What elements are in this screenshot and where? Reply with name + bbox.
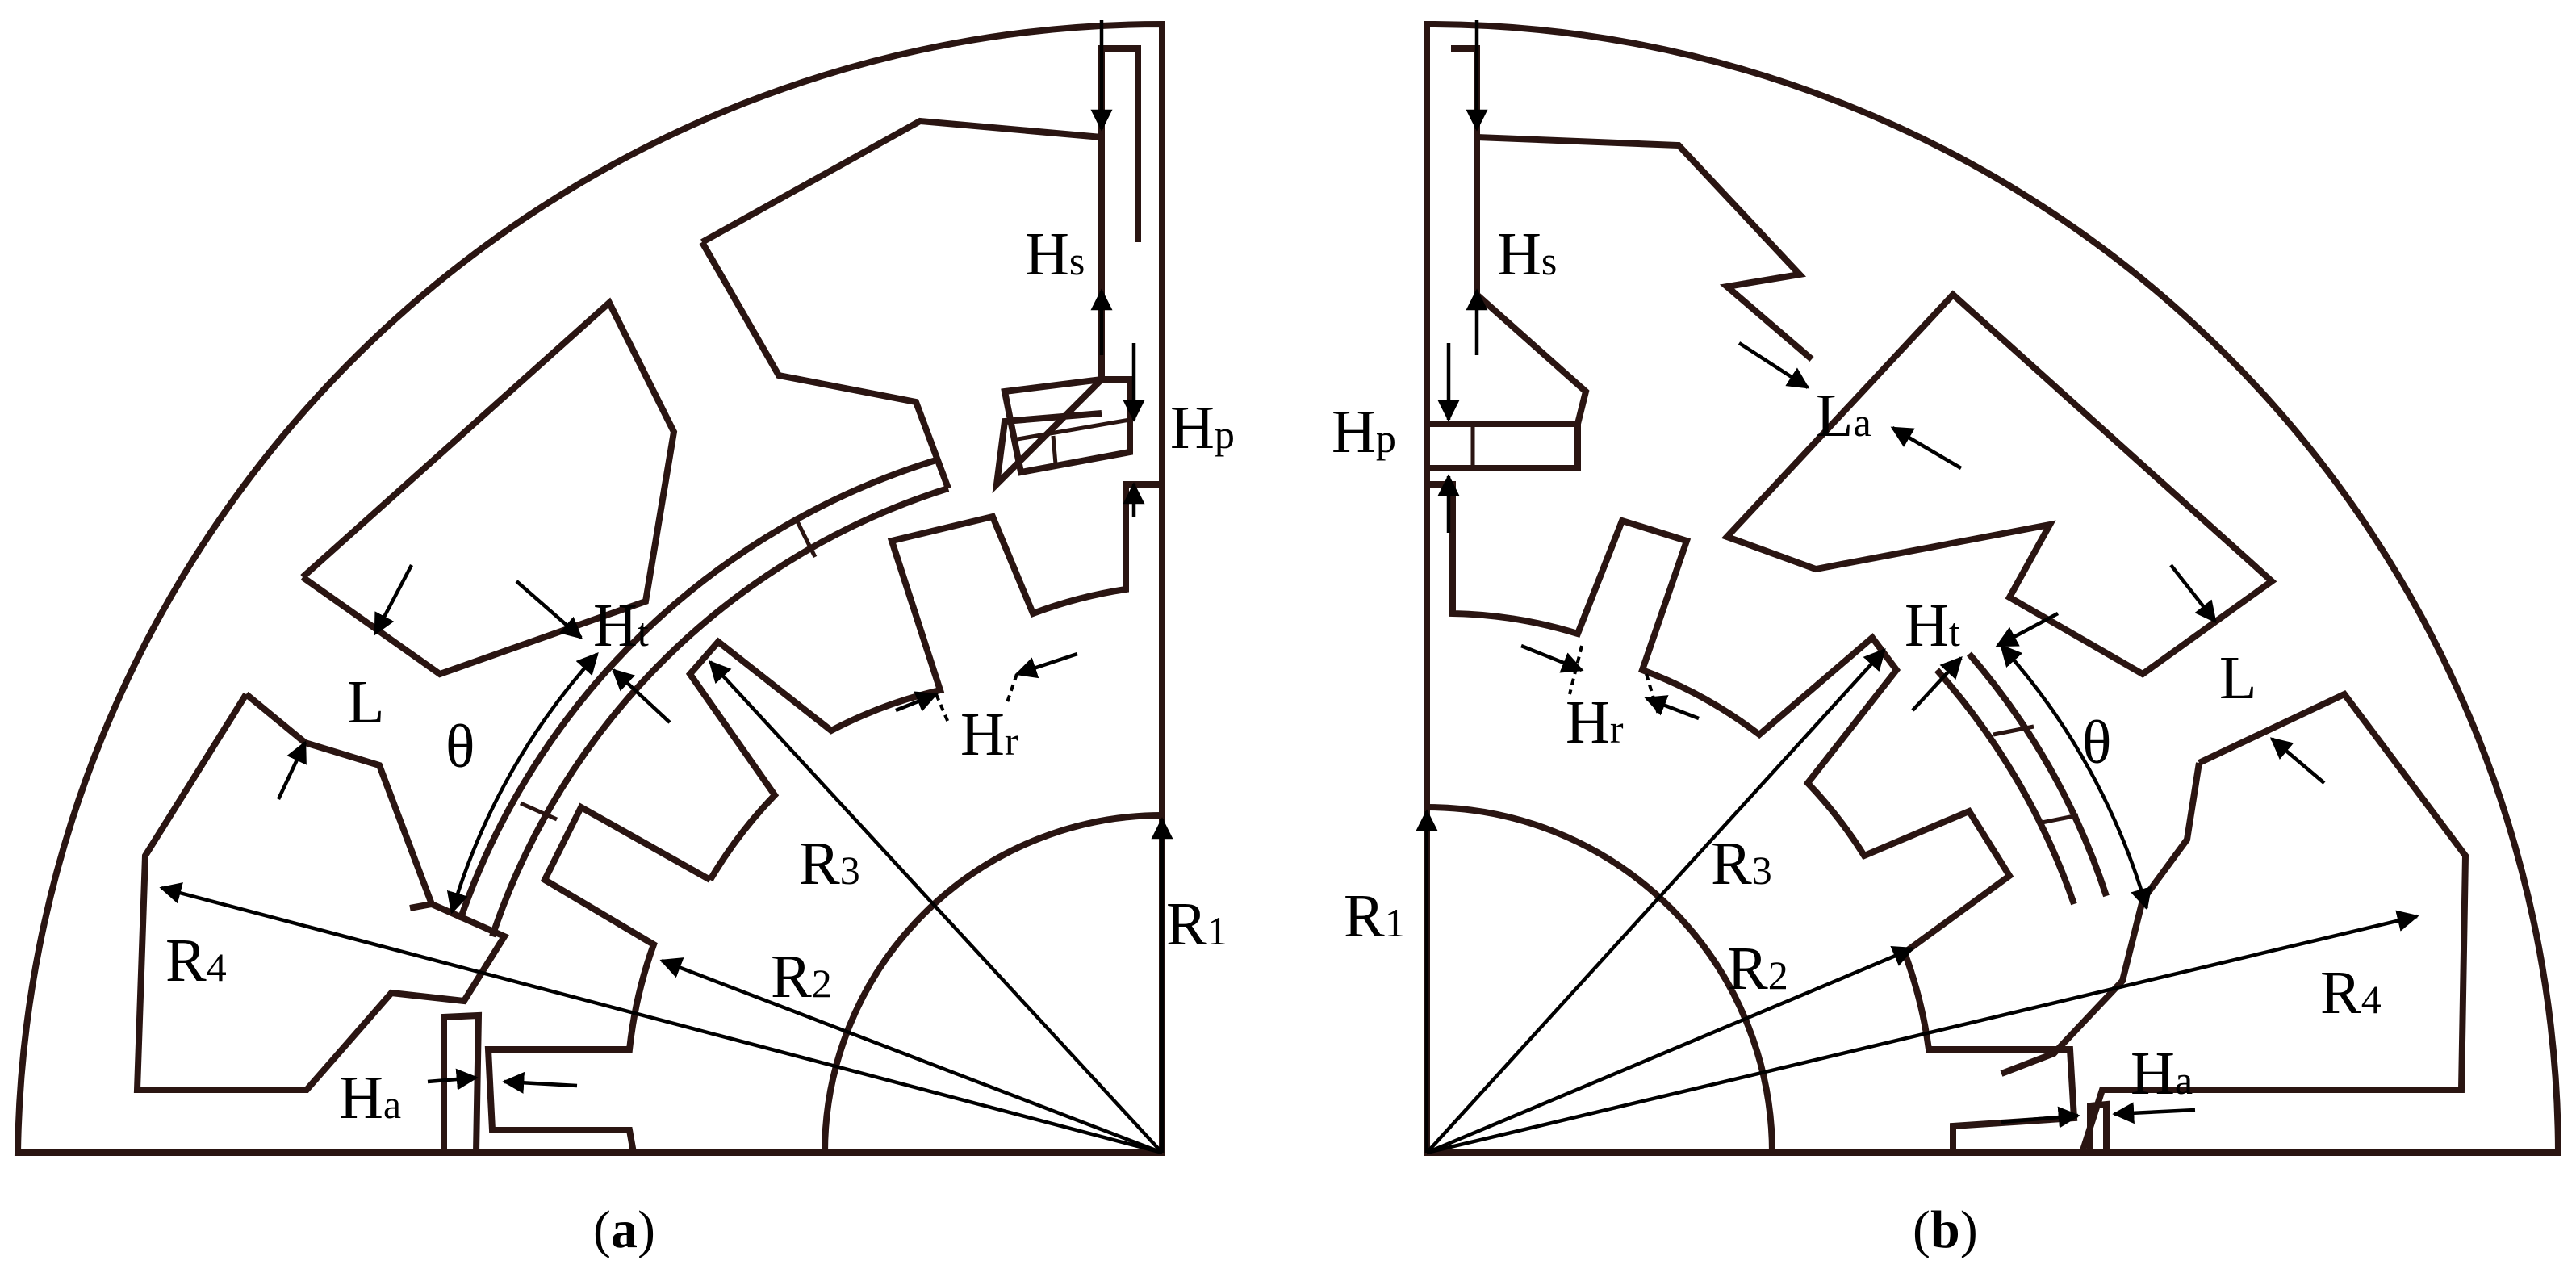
- panel-b-stator-pole-right: [2079, 689, 2469, 1154]
- panel-a-diagram: Hs Hp Ht Hr Ha L θ R1 R2 R3 R4 (a): [14, 20, 1235, 1259]
- panel-a-rotor-tooth-2: [484, 802, 712, 1154]
- panel-b-la-slot: [1721, 290, 2277, 678]
- panel-b-label-l: L: [2219, 644, 2256, 712]
- panel-a-label-r4: R4: [165, 927, 227, 995]
- panel-b-label-r3: R3: [1711, 830, 1772, 898]
- panel-a-shaft-arc: [822, 812, 1163, 1154]
- panel-b-label-la: La: [1816, 382, 1871, 450]
- panel-b-ha-slot: [2087, 1100, 2110, 1153]
- panel-a-stator-pole-mid: [300, 297, 678, 678]
- panel-a-stator-pole-top: [699, 117, 1102, 490]
- panel-b-label-ht: Ht: [1905, 592, 1960, 660]
- panel-a-label-r2: R2: [771, 943, 832, 1011]
- panel-a-label-hs: Hs: [1025, 220, 1085, 288]
- panel-b-label-ha: Ha: [2131, 1040, 2193, 1108]
- panel-a-label-r1: R1: [1166, 890, 1227, 958]
- panel-a-label-theta: θ: [445, 713, 475, 781]
- panel-a-back-iron-inner: [1098, 45, 1141, 242]
- panel-a-label-ha: Ha: [339, 1064, 401, 1132]
- panel-b-small-magnet: [1424, 421, 1581, 471]
- panel-b-caption: (b): [1913, 1200, 1978, 1259]
- panel-b-diagram: Hs Hp Ht Hr Ha L La θ R1 R2 R3 R4 (b): [1332, 20, 2562, 1259]
- panel-a-ha-slot: [441, 1011, 483, 1154]
- panel-a-outer-boundary: [14, 20, 1165, 1156]
- panel-a-stator-pole-left: [133, 691, 509, 1093]
- panel-a-caption: (a): [593, 1200, 655, 1259]
- panel-a-label-hr: Hr: [960, 701, 1018, 768]
- panel-b-label-hr: Hr: [1566, 689, 1624, 756]
- panel-a-label-l: L: [347, 668, 384, 736]
- panel-a-label-ht: Ht: [593, 592, 649, 660]
- panel-b-rotor-teeth: [1427, 481, 2078, 1153]
- panel-a-label-hp: Hp: [1170, 394, 1235, 462]
- panel-b-label-r2: R2: [1727, 935, 1788, 1003]
- panel-b-label-r1: R1: [1344, 882, 1405, 950]
- panel-a-rotor-tooth-1: [685, 481, 1162, 882]
- panel-b-label-hp: Hp: [1332, 398, 1396, 466]
- panel-b-label-hs: Hs: [1497, 220, 1557, 288]
- panel-b-label-theta: θ: [2082, 709, 2111, 777]
- panel-b-outer-boundary: [1424, 20, 2562, 1156]
- panel-a-label-r3: R3: [799, 830, 860, 898]
- panel-b-label-r4: R4: [2320, 959, 2382, 1027]
- panel-b-stator-arc: [1476, 134, 1814, 362]
